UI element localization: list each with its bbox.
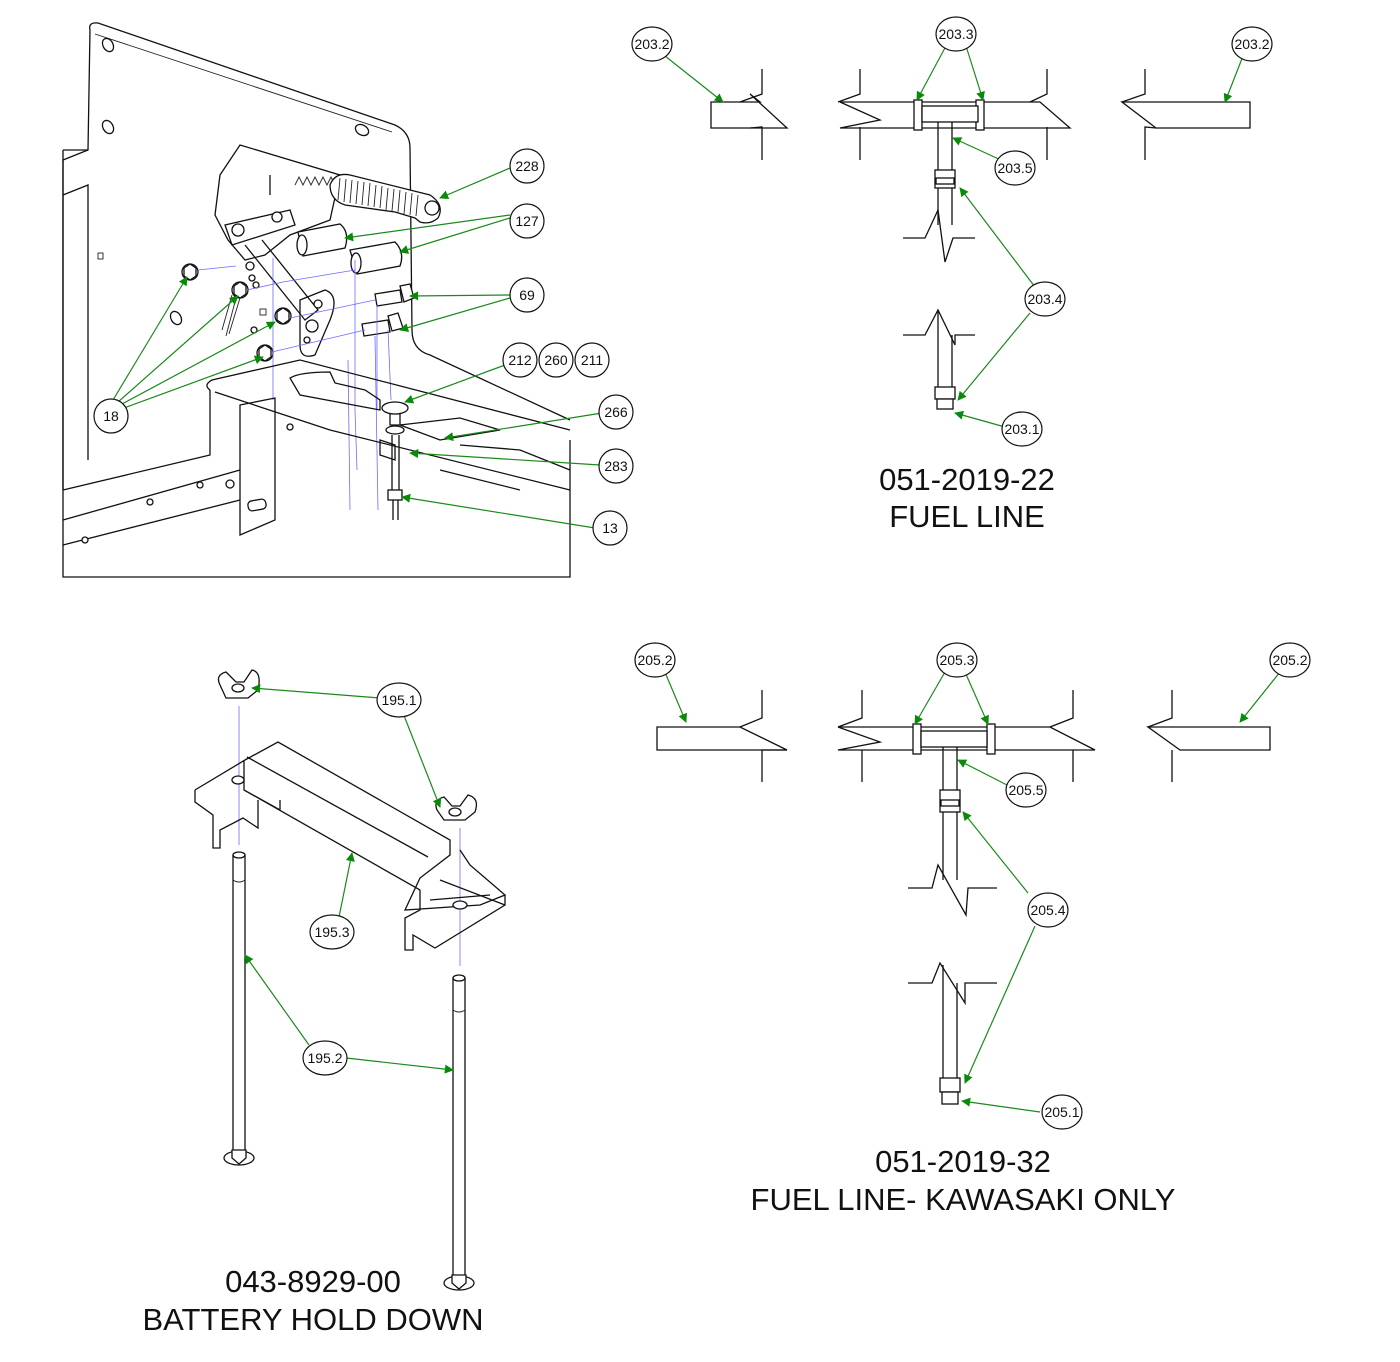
callout-label: 203.5 (997, 160, 1032, 176)
callout-label: 228 (515, 158, 539, 174)
callout-bubble: 203.4 (1024, 281, 1066, 317)
callout-label: 203.3 (938, 26, 973, 42)
callout-bubble: 266 (598, 394, 634, 430)
callout-bubble: 69 (509, 277, 545, 313)
callout-bubble: 195.3 (309, 914, 355, 950)
callout-bubble: 205.4 (1027, 892, 1069, 928)
callout-label: 205.2 (1272, 652, 1307, 668)
callout-label: 203.4 (1027, 291, 1062, 307)
callout-bubble: 195.2 (302, 1040, 348, 1076)
battery-hold-down-part-number: 043-8929-00 (225, 1264, 401, 1299)
callouts-fuel-line: 203.2 203.3 203.2 203.5 203.4 203.1 (631, 16, 1273, 447)
battery-hold-down-title: BATTERY HOLD DOWN (142, 1302, 483, 1337)
throttle-assembly-drawing (62, 22, 571, 578)
callout-bubble: 260 (538, 342, 574, 378)
callout-bubble: 195.1 (376, 682, 422, 718)
fuel-line-title: FUEL LINE (889, 499, 1045, 534)
fuel-line-kawasaki-part-number: 051-2019-32 (875, 1144, 1051, 1179)
callout-label: 205.5 (1008, 782, 1043, 798)
callout-bubble: 18 (93, 398, 129, 434)
callout-bubble: 203.2 (1231, 26, 1273, 62)
callout-bubble: 205.2 (634, 642, 676, 678)
callouts-battery: 195.1 195.3 195.2 (302, 682, 422, 1076)
callout-bubble: 203.1 (1001, 411, 1043, 447)
callout-bubble: 203.2 (631, 26, 673, 62)
callout-bubble: 211 (574, 342, 610, 378)
callout-bubble: 203.3 (935, 16, 977, 52)
section-titles: 051-2019-22 FUEL LINE 043-8929-00 BATTER… (142, 462, 1175, 1337)
callout-label: 127 (515, 213, 539, 229)
callout-label: 195.1 (381, 692, 416, 708)
callout-label: 195.3 (314, 924, 349, 940)
callout-label: 69 (519, 287, 535, 303)
callouts-throttle: 228 127 69 18 212 260 211 266 283 13 (93, 148, 634, 546)
fuel-line-part-number: 051-2019-22 (879, 462, 1055, 497)
callout-bubble: 212 (502, 342, 538, 378)
callout-bubble: 127 (509, 203, 545, 239)
callout-bubble: 283 (598, 448, 634, 484)
callout-label: 212 (508, 352, 532, 368)
callout-bubble: 205.2 (1269, 642, 1311, 678)
callout-label: 211 (581, 352, 604, 368)
callout-label: 260 (544, 352, 568, 368)
leader-lines (112, 45, 1281, 1113)
battery-hold-down-drawing (194, 669, 507, 1291)
callout-label: 205.1 (1044, 1104, 1079, 1120)
callout-label: 205.2 (637, 652, 672, 668)
callout-label: 205.4 (1030, 902, 1065, 918)
callout-label: 266 (604, 404, 628, 420)
callout-bubble: 205.5 (1005, 772, 1047, 808)
callout-label: 195.2 (307, 1050, 342, 1066)
callout-label: 18 (103, 408, 119, 424)
fuel-line-drawing (710, 69, 1251, 410)
callout-label: 203.1 (1004, 421, 1039, 437)
callout-label: 13 (602, 520, 618, 536)
fuel-line-kawasaki-title: FUEL LINE- KAWASAKI ONLY (751, 1182, 1176, 1217)
callout-bubble: 13 (592, 510, 628, 546)
callout-label: 283 (604, 458, 628, 474)
callout-label: 205.3 (939, 652, 974, 668)
callout-bubble: 228 (509, 148, 545, 184)
callout-bubble: 203.5 (994, 150, 1036, 186)
callouts-fuel-line-kawasaki: 205.2 205.3 205.2 205.5 205.4 205.1 (634, 642, 1311, 1130)
callout-label: 203.2 (634, 36, 669, 52)
callout-bubble: 205.3 (936, 642, 978, 678)
callout-bubble: 205.1 (1041, 1094, 1083, 1130)
callout-label: 203.2 (1234, 36, 1269, 52)
fuel-line-kawasaki-drawing (656, 690, 1271, 1105)
